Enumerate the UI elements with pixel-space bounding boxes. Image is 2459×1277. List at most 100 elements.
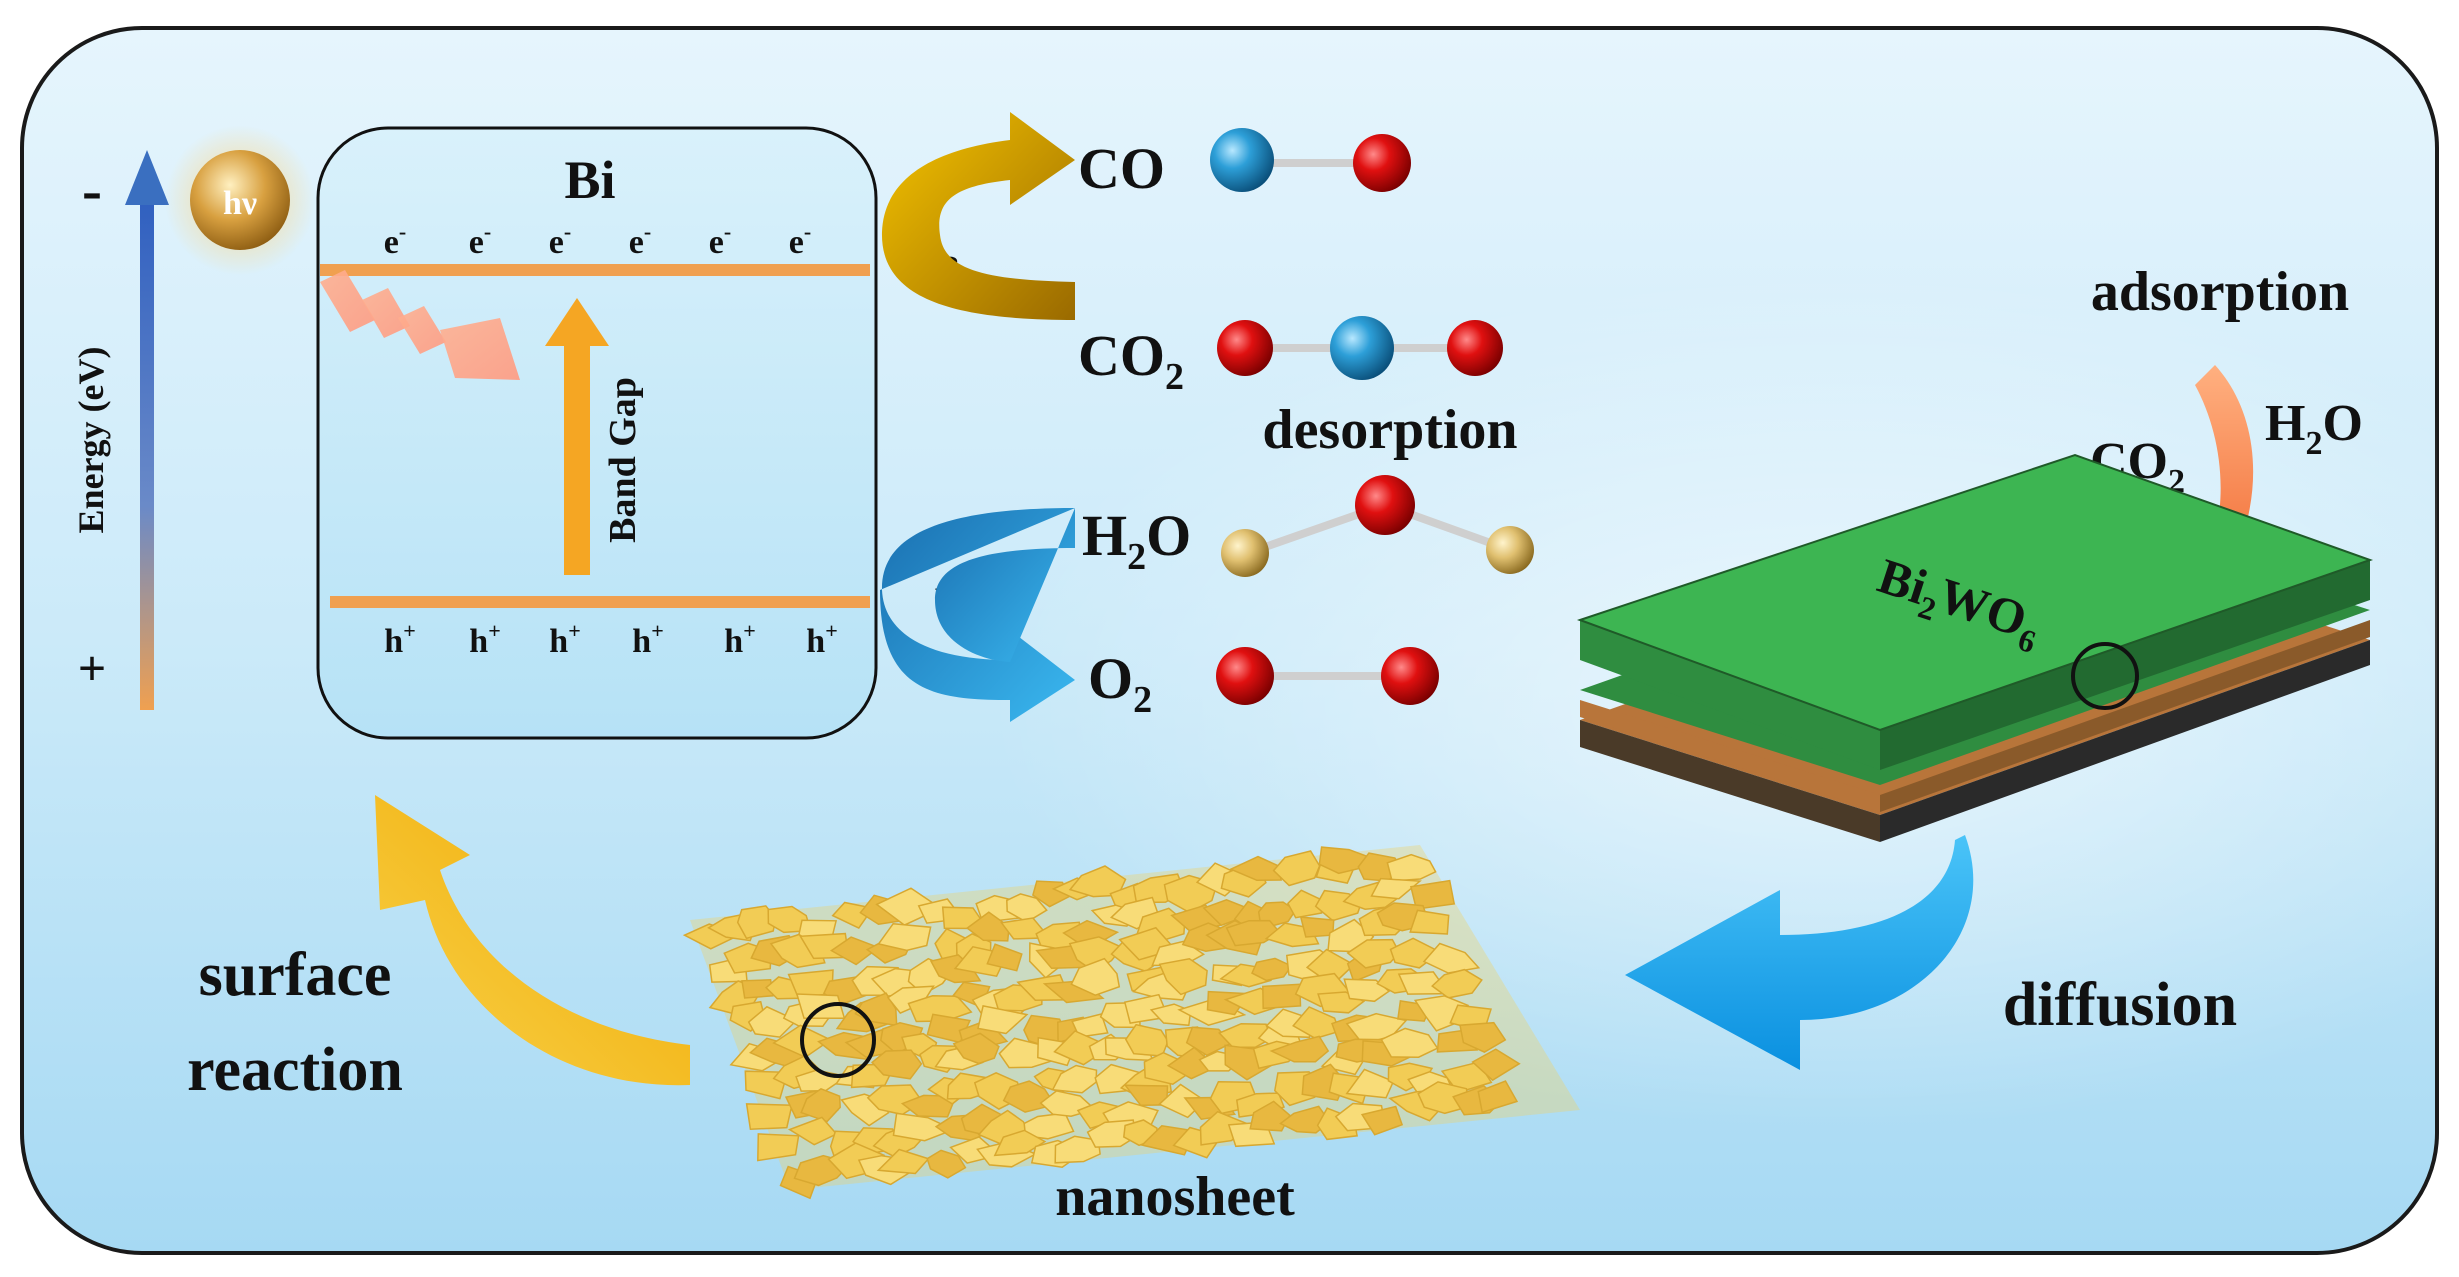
carbon-atom — [1330, 316, 1394, 380]
surface-reaction-arrow — [375, 795, 690, 1086]
band-gap-arrow-head — [545, 298, 609, 346]
nanosheet-label: nanosheet — [1055, 1166, 1295, 1228]
nanosheet-flake — [1299, 916, 1335, 938]
oxygen-atom — [1447, 320, 1503, 376]
nanosheet-flake — [741, 979, 774, 999]
band-gap-arrow-shaft — [564, 340, 590, 575]
photon-source: hν — [165, 125, 315, 275]
nanosheet-flake — [1387, 1062, 1434, 1092]
nanosheet-flake — [1459, 1021, 1507, 1053]
nanosheet-flake — [767, 905, 812, 934]
slab-focus-circle — [2071, 642, 2139, 710]
h2o-label: H2O — [1082, 503, 1191, 578]
nanosheet-flake — [892, 1112, 956, 1142]
nanosheet-flake — [1269, 1035, 1330, 1063]
conduction-band-line — [320, 264, 870, 276]
o2-label: O2 — [1088, 646, 1152, 721]
hydrogen-atom — [1221, 529, 1269, 577]
nanosheet-flake — [1305, 948, 1356, 987]
co2-label: CO2 — [1078, 323, 1184, 398]
nanosheet-flake — [1431, 968, 1483, 999]
nanosheet-flake — [1051, 1064, 1098, 1094]
oxygen-atom — [1381, 647, 1439, 705]
nanosheet-flake — [747, 1005, 798, 1038]
slab-left-dark — [1580, 720, 1880, 842]
band-gap-label: Band Gap — [602, 377, 644, 543]
nanosheet-flake — [1386, 853, 1437, 882]
nanosheet-flake — [1370, 877, 1422, 900]
nanosheet-flake — [876, 1148, 930, 1175]
bi-box-title: Bi — [564, 150, 615, 210]
nanosheet-flake — [795, 993, 846, 1019]
nanosheet-flake — [736, 905, 777, 940]
nanosheet-flake — [1346, 938, 1401, 969]
excitation-arrow — [320, 270, 520, 380]
bi-band-box: Bi e- e- e- e- e- e- CB Band Gap VB h — [316, 126, 985, 740]
slab-h2o-label: H2O — [2265, 395, 2363, 462]
nanosheet-flake — [907, 995, 973, 1023]
nanosheet-flake — [1006, 893, 1048, 924]
nanosheet-flake — [871, 1049, 923, 1080]
nanosheet-flake — [926, 1013, 971, 1044]
slab-top-edge — [1576, 453, 2374, 732]
nanosheet-flake — [900, 1094, 957, 1118]
slab-top-right — [1880, 560, 2370, 770]
carbon-atom — [1210, 128, 1274, 192]
nanosheet-flake — [757, 1133, 800, 1162]
nanosheet-flake — [745, 1103, 793, 1130]
nanosheet-flake — [965, 911, 1010, 942]
energy-axis-label: Energy (eV) — [71, 347, 111, 534]
bi2wo6-label: Bi2WO6 — [1869, 547, 2049, 660]
nanosheet-flake — [926, 1149, 967, 1179]
nanosheet-flake — [1409, 909, 1450, 935]
valence-band-line — [330, 596, 870, 608]
nanosheet-flake — [1345, 1068, 1395, 1099]
energy-arrow-head — [125, 150, 169, 205]
photon-label: hν — [223, 185, 257, 222]
nanosheet-flake — [977, 1005, 1029, 1035]
co-label: CO — [1078, 136, 1165, 201]
slab-top-green — [1580, 455, 2370, 730]
vb-arrow-body — [880, 508, 1075, 722]
cb-arrow-body — [881, 112, 1075, 320]
surface-reaction-label-line2: reaction — [187, 1036, 403, 1104]
hydrogen-atom — [1486, 526, 1534, 574]
slab-mid-brown — [1580, 700, 1880, 812]
nanosheet-flake — [1316, 1107, 1358, 1141]
slab-top-front — [1580, 620, 1880, 770]
energy-arrow-shaft — [140, 200, 154, 710]
energy-axis-minus: - — [82, 157, 102, 223]
slab-bottom-dark — [1880, 640, 2370, 842]
slab-mid-brown-right — [1880, 620, 2370, 812]
nanosheet-flakes — [682, 846, 1521, 1200]
bi2wo6-slab: Bi2WO6 — [1576, 453, 2374, 842]
nanosheet-flake — [1228, 855, 1282, 881]
diffusion-label: diffusion — [2003, 971, 2237, 1039]
co2-molecule-group: CO2 desorption — [1078, 316, 1518, 461]
energy-axis-plus: + — [78, 640, 107, 696]
nanosheet-flake — [1272, 850, 1321, 887]
nanosheet-flake — [1477, 1080, 1519, 1114]
oxygen-atom — [1353, 134, 1411, 192]
energy-axis: - + Energy (eV) — [71, 150, 169, 710]
nanosheet-focus-circle — [800, 1002, 876, 1078]
nanosheet-flake — [1068, 865, 1127, 898]
adsorption-label: adsorption — [2091, 261, 2349, 323]
nanosheet-flake — [952, 1032, 1000, 1065]
oxygen-atom — [1216, 647, 1274, 705]
nanosheet-flake — [1218, 1022, 1272, 1048]
nanosheet-flake — [1422, 942, 1481, 974]
hole: h+ — [632, 618, 663, 660]
cb-reduction-arrow — [881, 112, 1075, 320]
nanosheet-flake — [1380, 1027, 1439, 1058]
nanosheet-flake — [1251, 957, 1293, 982]
vb-oxidation-arrow — [880, 508, 1075, 722]
nanosheet-flake — [877, 922, 932, 952]
diffusion-arrow — [1625, 835, 1974, 1070]
co-molecule-group: CO — [1078, 128, 1411, 201]
nanosheet-flake — [1409, 879, 1456, 910]
nanosheet-flake — [1158, 958, 1208, 996]
nanosheet-flake — [1360, 1105, 1404, 1136]
nanosheet-flake — [787, 1116, 838, 1146]
